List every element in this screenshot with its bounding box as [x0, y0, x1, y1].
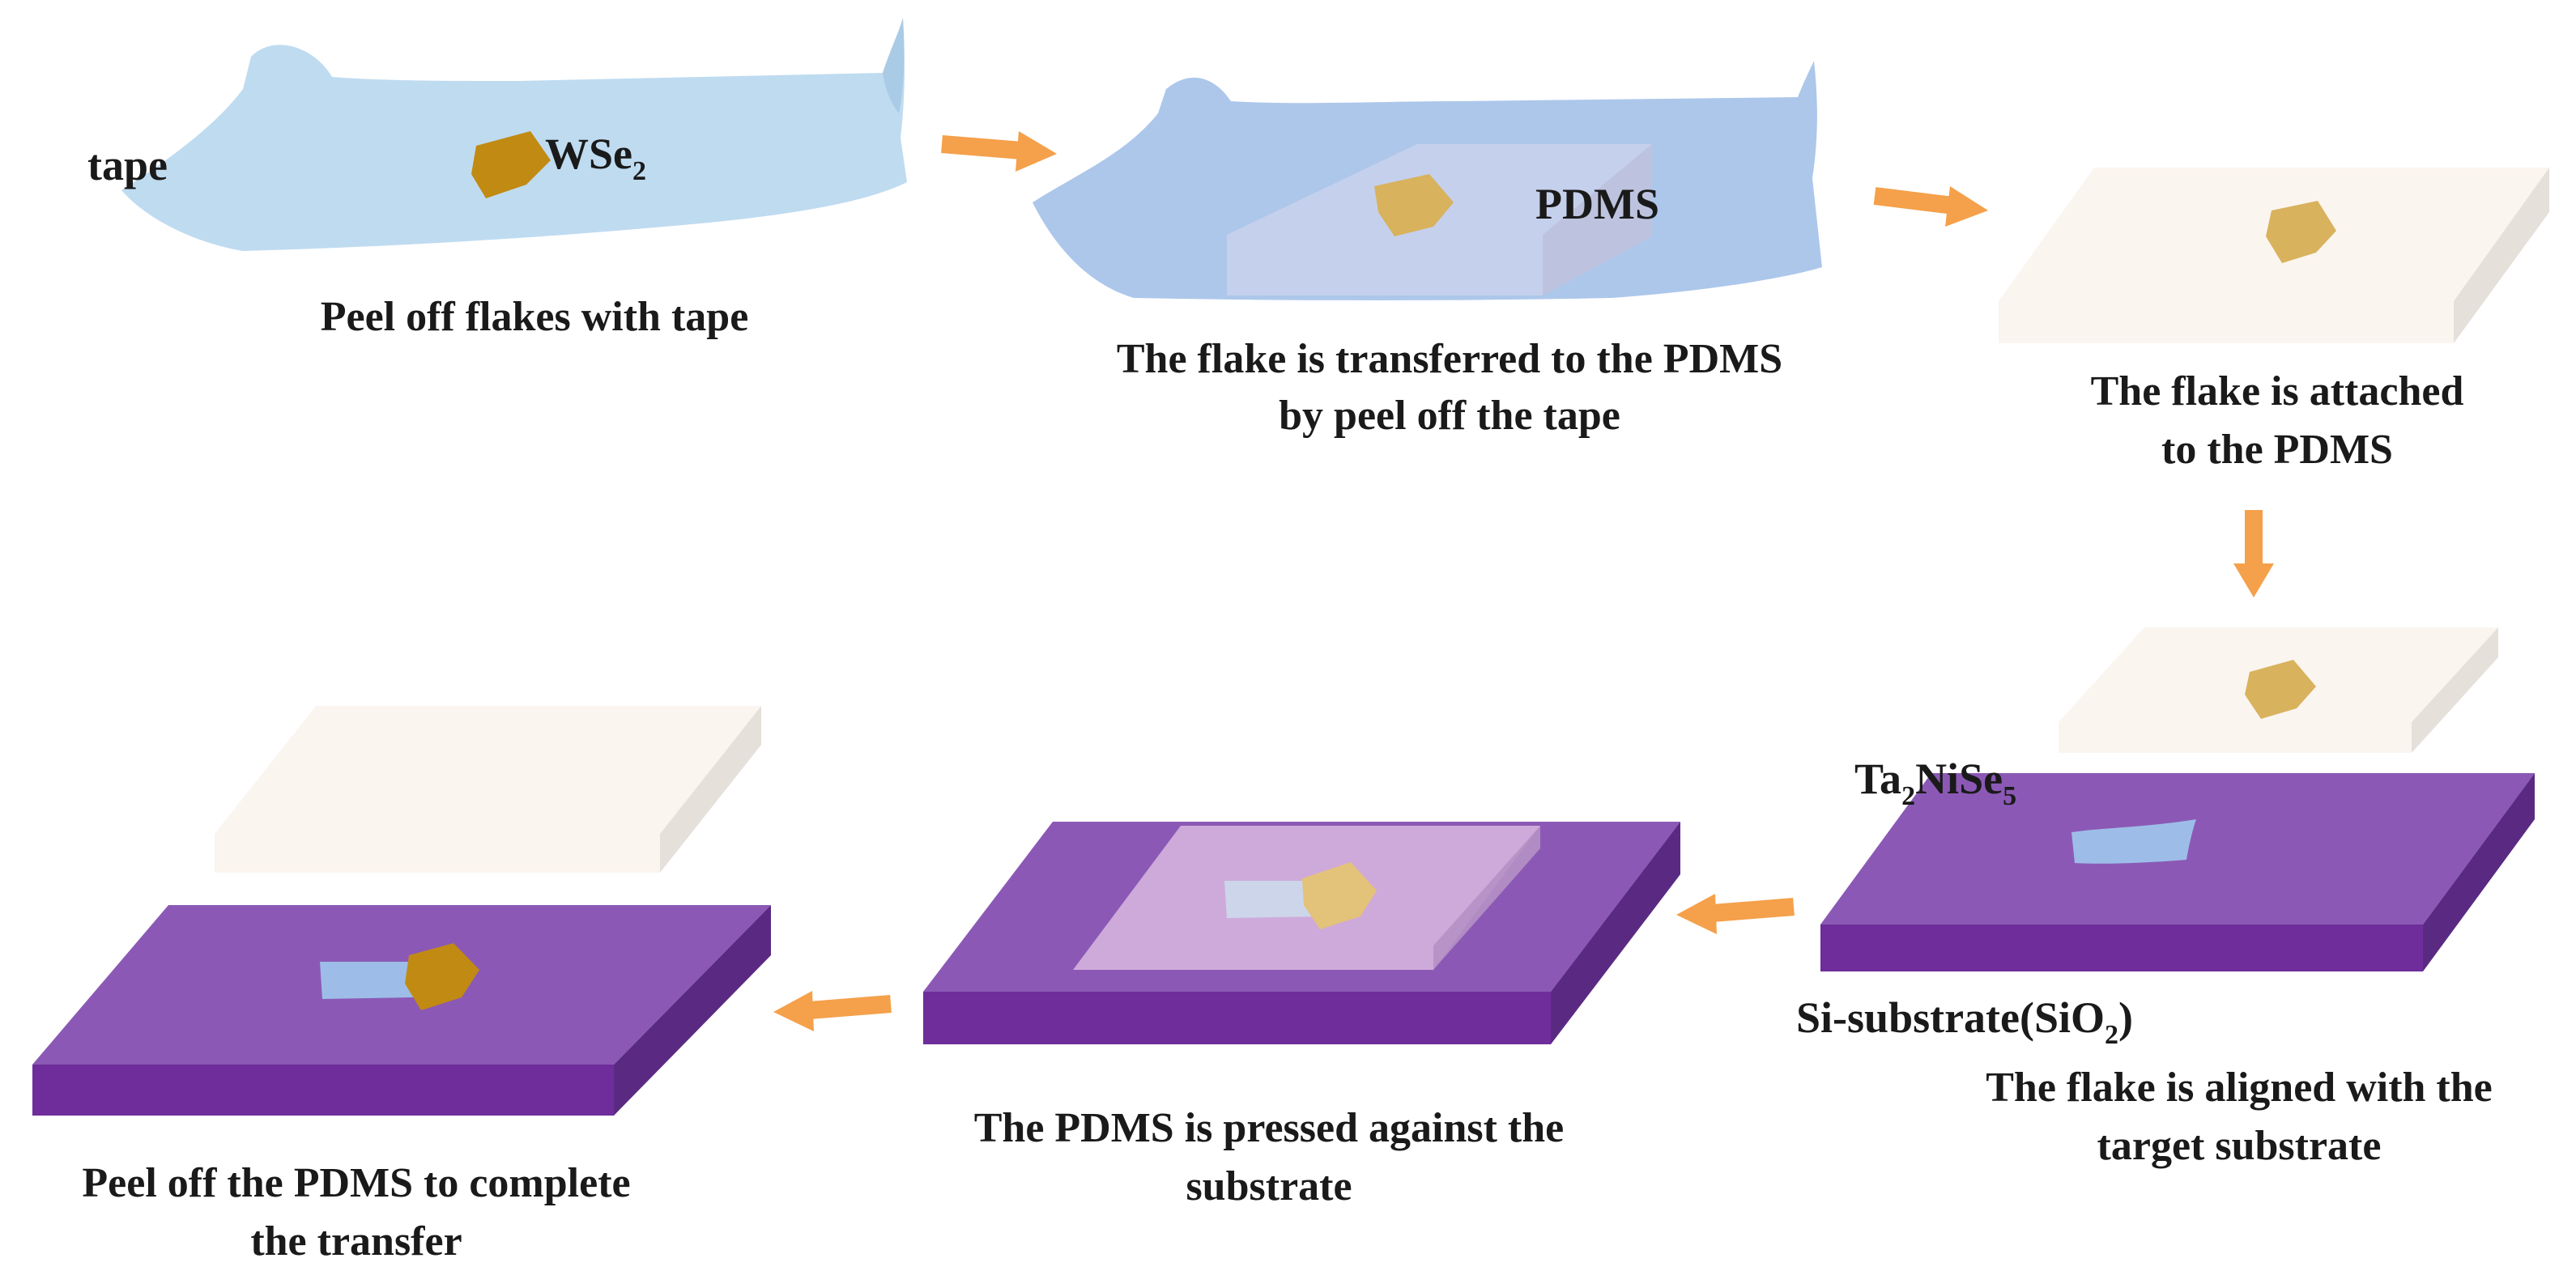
step2-caption-line2: by peel off the tape [1279, 393, 1620, 439]
arrow-step5-to-step6 [773, 991, 892, 1031]
flake-on-pdms [1374, 174, 1454, 236]
pdms-slab-front-step6 [215, 834, 660, 873]
pdms-slab-front [1999, 301, 2454, 343]
flake-step3 [2266, 201, 2336, 263]
step2-caption-line1: The flake is transferred to the PDMS [1117, 336, 1782, 382]
substrate-side-step4 [2423, 773, 2535, 971]
substrate-front-step6 [32, 1065, 614, 1116]
step1-tape-illustration [121, 18, 907, 251]
step4-illustration [1820, 627, 2535, 971]
step5-caption-line1: The PDMS is pressed against the [974, 1105, 1565, 1151]
ta2nise5-flake-step6 [320, 962, 415, 999]
pdms-slab-side [2454, 168, 2549, 343]
arrow-step4-to-step5 [1676, 894, 1795, 934]
step5-illustration [923, 822, 1680, 1044]
pdms-strip-edge [1543, 144, 1652, 295]
step1-caption: Peel off flakes with tape [321, 294, 749, 340]
pdms-slab-side-step6 [660, 706, 761, 873]
step3-caption-line1: The flake is attached [2091, 368, 2464, 414]
step4-caption-line2: target substrate [2097, 1123, 2382, 1169]
tape-label: tape [87, 141, 168, 189]
substrate-side-step5 [1551, 822, 1680, 1044]
substrate-front-step5 [923, 992, 1551, 1044]
pdms-slab-top-step6 [215, 706, 761, 834]
substrate-front-step4 [1820, 925, 2423, 971]
ta2nise5-label: Ta2NiSe5 [1854, 755, 2016, 811]
wse2-label: WSe2 [545, 130, 646, 186]
tape-fold [883, 18, 905, 113]
arrow-step1-to-step2 [941, 131, 1057, 172]
ta2nise5-flake-step5 [1224, 881, 1322, 918]
arrow-step2-to-step3 [1873, 186, 1988, 227]
step3-caption-line2: to the PDMS [2161, 427, 2393, 473]
step6-caption-line2: the transfer [250, 1218, 462, 1265]
pdms-slab-front-step4 [2059, 722, 2412, 753]
step6-caption-line1: Peel off the PDMS to complete [82, 1160, 630, 1206]
step2-illustration [1033, 61, 1822, 300]
step4-caption-line1: The flake is aligned with the [1986, 1065, 2493, 1111]
arrow-step3-to-step4 [2233, 510, 2274, 597]
step3-pdms-slab [1999, 168, 2549, 343]
step5-caption-line2: substrate [1186, 1163, 1352, 1209]
pdms-pressed-edge [1433, 826, 1540, 970]
flake-step4 [2245, 660, 2316, 719]
pdms-label: PDMS [1535, 180, 1659, 228]
flake-step6 [405, 943, 479, 1010]
substrate-side-step6 [614, 905, 771, 1116]
step6-illustration [32, 706, 771, 1116]
si-substrate-label: Si-substrate(SiO2) [1796, 993, 2133, 1050]
wse2-flake [471, 131, 551, 198]
tape-shape [121, 18, 907, 251]
pdms-slab-side-step4 [2412, 627, 2498, 753]
ta2nise5-flake-step4 [2071, 819, 2196, 864]
flake-step5 [1302, 862, 1377, 929]
